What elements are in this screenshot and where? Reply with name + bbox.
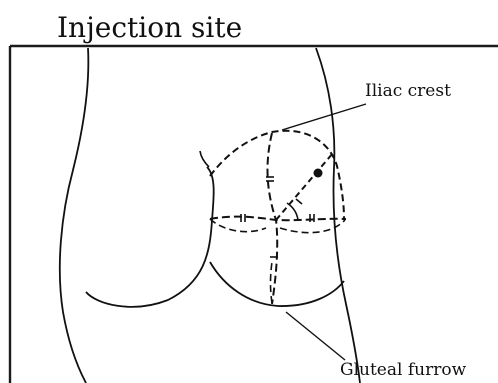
lower-quadrant-arc [271,262,273,303]
upper-outer-quadrant-arc [210,131,344,218]
left-buttock-outline [86,167,214,307]
left-body-outline [60,48,89,383]
gluteal-furrow-leader-line [286,312,345,360]
injection-diagonal-line [276,153,333,220]
injection-point-dot [314,169,323,178]
left-buttock-notch [200,151,209,167]
vertical-dividing-line [267,133,277,304]
lower-left-quadrant-arc [210,219,266,232]
injection-angle-arc [287,203,298,220]
right-body-outline [316,48,360,383]
iliac-crest-leader-line [282,104,366,130]
gluteal-furrow-label: Gluteal furrow [340,360,466,380]
iliac-crest-label: Iliac crest [365,81,451,101]
